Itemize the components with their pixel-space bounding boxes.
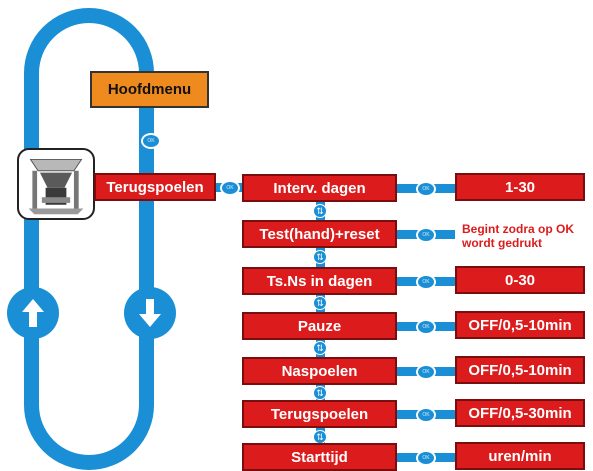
step-box[interactable]: Starttijd: [242, 443, 397, 471]
main-item-label: Terugspoelen: [106, 178, 204, 196]
value-box: OFF/0,5-10min: [455, 311, 585, 339]
step-box[interactable]: Interv. dagen: [242, 174, 397, 202]
step-box[interactable]: Test(hand)+reset: [242, 220, 397, 248]
step-box[interactable]: Pauze: [242, 312, 397, 340]
updown-icon[interactable]: ⇅: [313, 250, 327, 264]
value-box: OFF/0,5-10min: [455, 356, 585, 384]
main-item-box[interactable]: Terugspoelen: [94, 173, 216, 201]
up-arrow-icon[interactable]: [7, 287, 59, 339]
ok-button-icon[interactable]: OK: [220, 180, 240, 196]
updown-icon[interactable]: ⇅: [313, 386, 327, 400]
filter-device-illustration: [28, 158, 84, 215]
ok-button-icon[interactable]: OK: [416, 227, 436, 243]
updown-icon[interactable]: ⇅: [313, 430, 327, 444]
step-box[interactable]: Terugspoelen: [242, 400, 397, 428]
updown-icon[interactable]: ⇅: [313, 204, 327, 218]
ok-button-icon[interactable]: OK: [416, 181, 436, 197]
ok-button-icon[interactable]: OK: [416, 407, 436, 423]
ok-button-icon[interactable]: OK: [416, 319, 436, 335]
ok-button-icon[interactable]: OK: [416, 274, 436, 290]
main-menu-box[interactable]: Hoofdmenu: [90, 71, 209, 108]
value-box: 1-30: [455, 173, 585, 201]
updown-icon[interactable]: ⇅: [313, 296, 327, 310]
ok-button-icon[interactable]: OK: [141, 133, 161, 149]
device-icon: [17, 148, 95, 220]
step-box[interactable]: Naspoelen: [242, 357, 397, 385]
note-text: Begint zodra op OK wordt gedrukt: [462, 222, 574, 250]
value-box: OFF/0,5-30min: [455, 399, 585, 427]
down-arrow-icon[interactable]: [124, 287, 176, 339]
step-box[interactable]: Ts.Ns in dagen: [242, 267, 397, 295]
ok-button-icon[interactable]: OK: [416, 364, 436, 380]
main-menu-label: Hoofdmenu: [107, 81, 192, 98]
updown-icon[interactable]: ⇅: [313, 341, 327, 355]
value-box: uren/min: [455, 442, 585, 470]
ok-button-icon[interactable]: OK: [416, 450, 436, 466]
value-box: 0-30: [455, 266, 585, 294]
